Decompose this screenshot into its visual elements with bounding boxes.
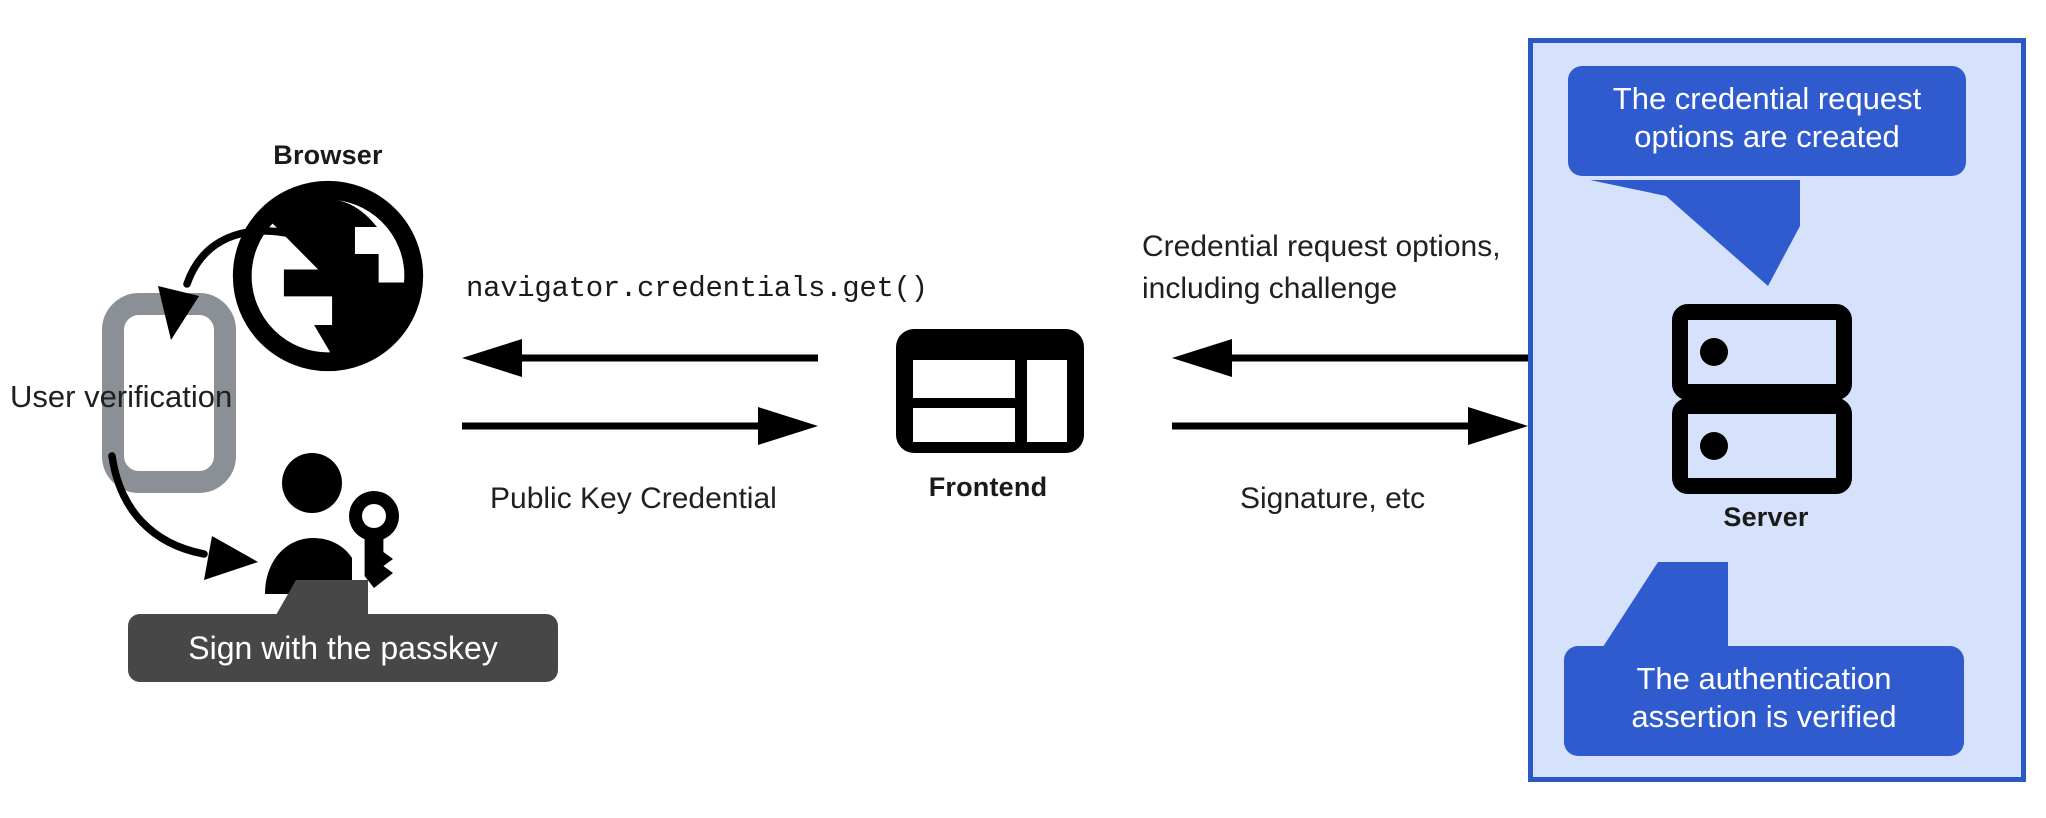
credential-request-options-label-line2: including challenge [1142, 272, 1398, 305]
credential-request-callout-line2: options are created [1634, 118, 1900, 154]
public-key-credential-label: Public Key Credential [490, 482, 777, 515]
credential-request-callout: The credential request options are creat… [1568, 66, 1966, 176]
credential-request-options-label-line1: Credential request options, [1142, 230, 1501, 263]
person-with-key-icon [250, 448, 420, 610]
assertion-verified-callout-line2: assertion is verified [1631, 698, 1897, 734]
arrow-server-to-frontend [1172, 336, 1528, 380]
sign-with-passkey-callout: Sign with the passkey [128, 614, 558, 682]
arrow-browser-to-frontend [462, 404, 818, 448]
server-rack-icon [1672, 304, 1852, 494]
arrow-frontend-to-server [1172, 404, 1528, 448]
server-label: Server [1723, 502, 1809, 532]
user-verification-label: User verification [10, 379, 233, 414]
credential-request-callout-line1: The credential request [1612, 81, 1922, 116]
assertion-verified-callout-line1: The authentication [1636, 661, 1892, 696]
navigator-get-label: navigator.credentials.get() [466, 272, 928, 305]
web-layout-icon [893, 326, 1087, 456]
server-node: Server [1656, 304, 1876, 536]
assertion-verified-callout: The authentication assertion is verified [1564, 646, 1964, 756]
globe-icon [230, 178, 426, 374]
frontend-node: Frontend [888, 326, 1088, 512]
frontend-label: Frontend [928, 472, 1048, 502]
browser-label: Browser [273, 140, 383, 170]
signature-label: Signature, etc [1240, 482, 1426, 515]
browser-node: Browser [218, 140, 438, 372]
arrow-frontend-to-browser [462, 336, 818, 380]
